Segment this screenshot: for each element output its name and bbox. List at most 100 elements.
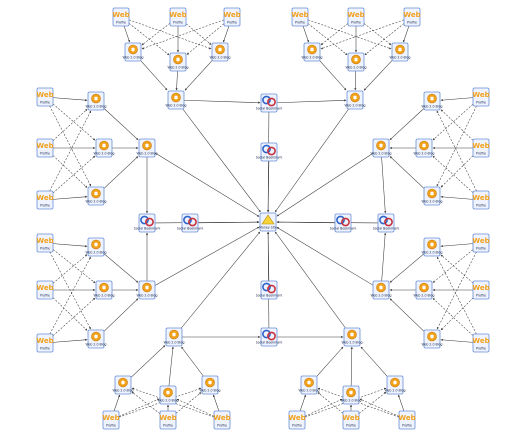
hub-site-6[interactable]: Web 2.0 Blog [370, 138, 392, 158]
ring-blue-icon [379, 215, 388, 225]
site-node-7-1-label: Web 2.0 Blog [413, 294, 434, 298]
edge-profile-7-2-1 [432, 298, 474, 336]
blogger-glyph-icon [94, 242, 98, 247]
edge-site-0-0 [140, 60, 168, 91]
site-node-3-1[interactable]: Web 2.0 Blog [340, 385, 362, 405]
hub-node-4[interactable]: Social Bookmark [330, 213, 357, 233]
site-node-7-1[interactable]: Web 2.0 Blog [413, 280, 435, 300]
profile-node-7-1-frame [472, 280, 490, 300]
site-node-6-0[interactable]: Web 2.0 Blog [421, 91, 443, 111]
hub-site-4[interactable]: Web 2.0 Blog [136, 138, 158, 158]
site-node-1-0[interactable]: Web 2.0 Blog [301, 42, 323, 62]
hub-site-7[interactable]: Web 2.0 Blog [370, 280, 392, 300]
blogger-glyph-icon [145, 143, 149, 148]
web20-tag-icon: Web [288, 414, 305, 422]
hub-node-3[interactable]: Social Bookmark [177, 213, 204, 233]
hub-site-5[interactable]: Web 2.0 Blog [136, 280, 158, 300]
site-node-6-1[interactable]: Web 2.0 Blog [413, 138, 435, 158]
site-node-2-2[interactable]: Web 2.0 Blog [199, 375, 221, 395]
blogger-glyph-icon [172, 332, 176, 337]
site-node-4-2[interactable]: Web 2.0 Blog [85, 186, 107, 206]
site-node-7-2-label: Web 2.0 Blog [421, 343, 442, 347]
profile-node-2-1-frame [159, 410, 177, 430]
site-node-4-0[interactable]: Web 2.0 Blog [85, 91, 107, 111]
hub-node-2[interactable]: Social Bookmark [134, 213, 161, 233]
center-node[interactable]: Money Site [259, 212, 277, 232]
hub-site-7-label: Web 2.0 Blog [370, 294, 391, 298]
blogger-glyph-icon [94, 96, 98, 101]
hub-node-2-label: Social Bookmark [134, 227, 161, 231]
site-node-5-1[interactable]: Web 2.0 Blog [93, 280, 115, 300]
hub-node-7[interactable]: Social Bookmark [256, 327, 283, 347]
site-node-0-0[interactable]: Web 2.0 Blog [122, 42, 144, 62]
edge-profile-2-2-2 [212, 394, 220, 412]
edge-hub-center-3 [197, 221, 260, 224]
blogger-glyph-icon [131, 47, 135, 52]
site-node-2-1[interactable]: Web 2.0 Blog [157, 385, 179, 405]
site-node-6-2-label: Web 2.0 Blog [421, 200, 442, 204]
blogger-glyph-icon [310, 47, 314, 52]
edge-profile-7-2-2 [440, 338, 474, 343]
site-node-0-2-label: Web 2.0 Blog [209, 56, 230, 60]
site-node-0-1[interactable]: Web 2.0 Blog [167, 52, 189, 72]
edge-profile-1-0-1 [307, 23, 348, 55]
hub-node-0[interactable]: Social Bookmark [256, 93, 283, 113]
site-node-1-2[interactable]: Web 2.0 Blog [389, 42, 411, 62]
hub-node-1[interactable]: Social Bookmark [256, 142, 283, 162]
site-node-2-0[interactable]: Web 2.0 Blog [112, 375, 134, 395]
edge-top-left-hub [183, 99, 261, 104]
site-node-0-2[interactable]: Web 2.0 Blog [209, 42, 231, 62]
site-node-1-1[interactable]: Web 2.0 Blog [345, 52, 367, 72]
site-node-4-1[interactable]: Web 2.0 Blog [93, 138, 115, 158]
site-node-3-0[interactable]: Web 2.0 Blog [298, 375, 320, 395]
site-node-6-2[interactable]: Web 2.0 Blog [421, 186, 443, 206]
site-node-3-1-label: Web 2.0 Blog [340, 399, 361, 403]
site-node-7-0[interactable]: Web 2.0 Blog [421, 237, 443, 257]
site-node-7-2[interactable]: Web 2.0 Blog [421, 329, 443, 349]
site-node-5-0[interactable]: Web 2.0 Blog [85, 237, 107, 257]
edge-site-1-0 [319, 60, 347, 91]
hub-site-1[interactable]: Web 2.0 Blog [344, 90, 366, 110]
blogger-glyph-icon [430, 242, 434, 247]
profile-node-6-0-label: Profile [476, 101, 486, 105]
site-node-5-2[interactable]: Web 2.0 Blog [85, 329, 107, 349]
hub-site-2[interactable]: Web 2.0 Blog [163, 327, 185, 347]
web20-tag-icon: Web [472, 284, 489, 292]
edge-profile-0-0-0 [123, 25, 131, 43]
edge-profile-1-1-0 [320, 23, 349, 46]
site-node-3-2[interactable]: Web 2.0 Blog [384, 375, 406, 395]
web20-tag-icon: Web [213, 414, 230, 422]
edge-layer [49, 19, 477, 418]
hub-site-3[interactable]: Web 2.0 Blog [341, 327, 363, 347]
hub-node-6[interactable]: Social Bookmark [256, 280, 283, 300]
profile-node-4-0-label: Profile [40, 101, 50, 105]
edge-profile-7-0-1 [432, 249, 474, 283]
edge-center-7 [276, 227, 374, 286]
hub-node-5[interactable]: Social Bookmark [373, 213, 400, 233]
hub-site-0[interactable]: Web 2.0 Blog [165, 90, 187, 110]
